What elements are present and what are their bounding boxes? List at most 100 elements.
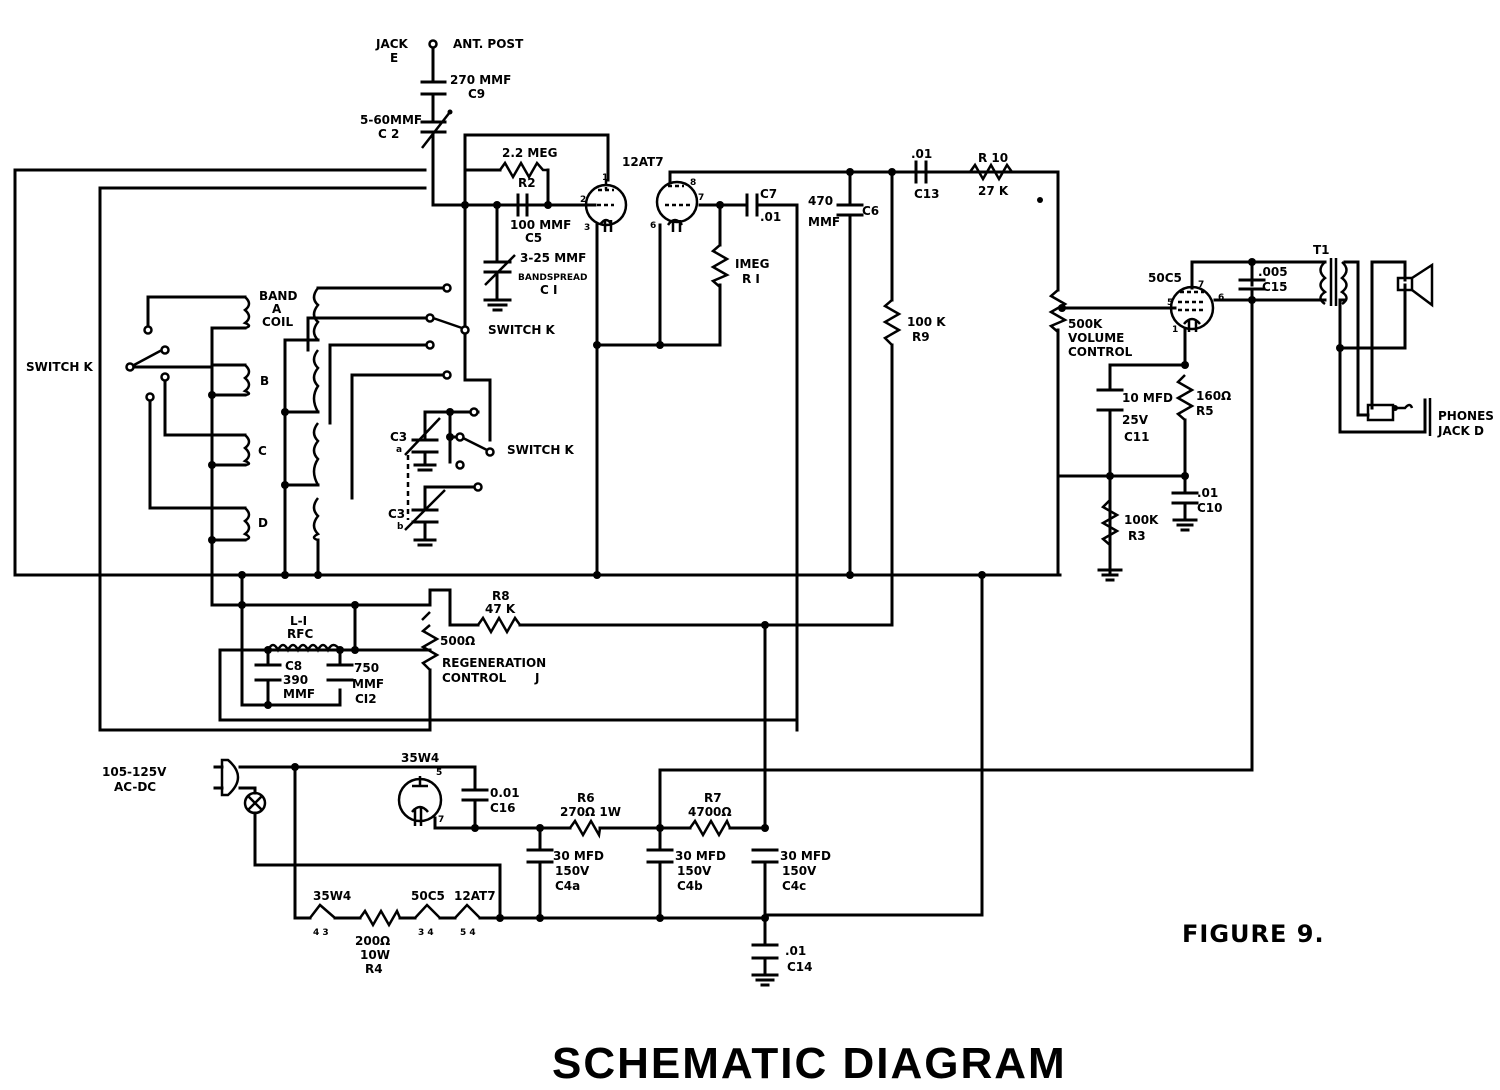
variable-capacitor-c1: [483, 254, 516, 312]
junction-dots: [126, 168, 1344, 922]
label-phones-1: PHONES: [1438, 409, 1494, 423]
resistor-r7: [688, 818, 732, 838]
switch-k-arms[interactable]: [133, 316, 488, 452]
resistor-r2: [498, 160, 548, 180]
capacitor-c8: [254, 663, 282, 682]
capacitor-c7: [745, 193, 759, 217]
label-c4c-ref: C4c: [782, 879, 806, 893]
label-r3-value: 100K: [1124, 513, 1159, 527]
potentiometer-volume[interactable]: [1048, 289, 1068, 333]
label-c5-ref: C5: [525, 231, 542, 245]
resistor-r6: [568, 818, 602, 839]
figure-label: FIGURE 9.: [1182, 920, 1325, 948]
label-regen-id: J: [534, 671, 539, 685]
capacitor-c11: [1096, 388, 1124, 412]
label-r3-ref: R3: [1128, 529, 1146, 543]
label-vol-name1: VOLUME: [1068, 331, 1124, 345]
label-c8-value: 390: [283, 673, 308, 687]
label-regen-name: REGENERATION: [442, 656, 546, 670]
label-c16-value: 0.01: [490, 786, 520, 800]
label-c3b-ref: C3: [388, 507, 405, 521]
phones-jack-d[interactable]: [1366, 398, 1432, 436]
pin-label: 3: [584, 223, 590, 233]
label-vol-value: 500K: [1068, 317, 1103, 331]
label-c1-value: 3-25 MMF: [520, 251, 586, 265]
resistor-r3: [1097, 499, 1123, 582]
label-12at7: 12AT7: [622, 155, 664, 169]
capacitor-c10: [1171, 491, 1199, 532]
label-c10-value: .01: [1197, 486, 1218, 500]
label-c15-ref: C15: [1262, 280, 1288, 294]
label-r1-ref: R I: [742, 272, 760, 286]
label-heater-50c5: 50C5: [411, 889, 445, 903]
label-c8-ref: C8: [285, 659, 302, 673]
label-r9-value: 100 K: [907, 315, 946, 329]
label-c12-value: 750: [354, 661, 379, 675]
label-r6-ref: R6: [577, 791, 595, 805]
label-switch-k-top: SWITCH K: [488, 323, 556, 337]
label-c4b-rating: 150V: [677, 864, 712, 878]
label-c4a-ref: C4a: [555, 879, 580, 893]
pin-label: 1: [1172, 325, 1178, 335]
label-c12-ref: CI2: [355, 692, 377, 706]
resistor-r5: [1175, 374, 1195, 421]
potentiometer-regeneration[interactable]: [420, 611, 440, 671]
label-c4c-rating: 150V: [782, 864, 817, 878]
capacitor-c15: [1238, 278, 1266, 291]
label-band-3: COIL: [262, 315, 293, 329]
capacitor-c6: [836, 203, 864, 217]
label-c4b-value: 30 MFD: [675, 849, 726, 863]
capacitor-c16: [461, 788, 489, 802]
resistor-r8: [476, 615, 522, 635]
capacitor-c4a: [526, 848, 554, 864]
label-c4a-rating: 150V: [555, 864, 590, 878]
label-c13-value: .01: [911, 147, 932, 161]
label-r6-value: 270Ω 1W: [560, 805, 621, 819]
label-heater-12at7: 12AT7: [454, 889, 496, 903]
label-r9-ref: R9: [912, 330, 930, 344]
label-r10-value: 27 K: [978, 184, 1009, 198]
label-c7-ref: C7: [760, 187, 777, 201]
resistor-r9: [882, 299, 902, 346]
label-r5-value: 160Ω: [1196, 389, 1231, 403]
capacitor-c13: [914, 160, 972, 184]
label-c6-unit: MMF: [808, 215, 840, 229]
pin-label: 5: [1167, 298, 1173, 308]
label-c9-ref: C9: [468, 87, 485, 101]
capacitor-c12: [326, 663, 354, 682]
label-c2-value: 5-60MMF: [360, 113, 422, 127]
label-r4-rating: 10W: [360, 948, 390, 962]
pin-label: 7: [1198, 280, 1204, 290]
label-vol-name2: CONTROL: [1068, 345, 1133, 359]
label-c11-value: 10 MFD: [1122, 391, 1173, 405]
label-r7-ref: R7: [704, 791, 722, 805]
band-coils-primary: [242, 296, 251, 542]
label-band-2: A: [272, 302, 282, 316]
label-switch-k-left: SWITCH K: [26, 360, 94, 374]
diagram-title: SCHEMATIC DIAGRAM: [552, 1039, 1067, 1088]
label-r8-ref: R8: [492, 589, 510, 603]
label-switch-k-bottom: SWITCH K: [507, 443, 575, 457]
label-r5-ref: R5: [1196, 404, 1214, 418]
pin-label: 8: [690, 178, 696, 188]
pilot-lamp-icon: [243, 791, 267, 815]
tube-35w4: [397, 776, 443, 826]
label-c6-value: 470: [808, 194, 833, 208]
heater-string: [309, 903, 481, 928]
ganged-capacitor-c3: [404, 417, 446, 547]
label-35w4: 35W4: [401, 751, 439, 765]
label-c15-value: .005: [1258, 265, 1288, 279]
tube-50c5: [1169, 285, 1215, 332]
label-c4a-value: 30 MFD: [553, 849, 604, 863]
label-l1-ref: L-I: [290, 614, 307, 628]
label-jack-id: E: [390, 51, 398, 65]
label-r7-value: 4700Ω: [688, 805, 732, 819]
label-c8-unit: MMF: [283, 687, 315, 701]
label-power-1: 105-125V: [102, 765, 167, 779]
label-power-2: AC-DC: [114, 780, 156, 794]
label-c3b-sub: b: [397, 522, 404, 532]
label-phones-2: JACK D: [1437, 424, 1484, 438]
pin-label: 6: [1218, 293, 1224, 303]
label-c10-ref: C10: [1197, 501, 1223, 515]
